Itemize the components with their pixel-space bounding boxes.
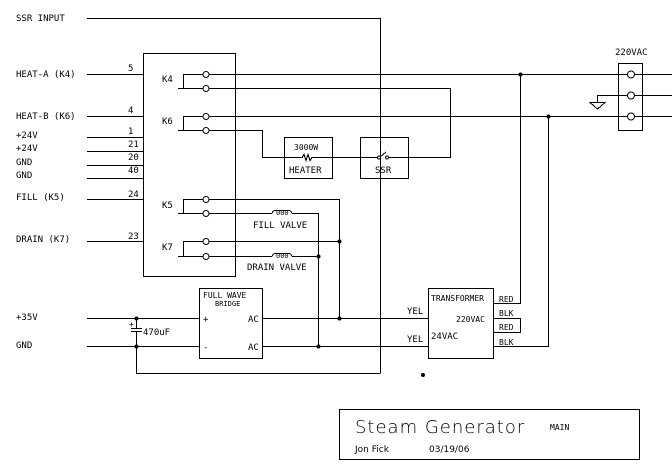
capacitor-label: 470uF: [143, 328, 170, 338]
power-terminal-block: 220VAC: [588, 48, 672, 131]
ssr-label: SSR: [375, 166, 392, 176]
transformer-secondary: 24VAC: [431, 332, 458, 342]
bridge-ac-1: AC: [248, 315, 259, 325]
wire-yel-2: YEL: [407, 335, 423, 345]
wire-blk-2: BLK: [499, 338, 514, 347]
transformer-primary: 220VAC: [456, 315, 485, 324]
svg-text:000: 000: [276, 209, 289, 217]
drain-valve-coil-icon: 000: [271, 252, 293, 260]
wire-red-2: RED: [499, 323, 514, 332]
label-gnd-2: GND: [16, 171, 32, 181]
wire-red-1: RED: [499, 295, 514, 304]
transformer-title: TRANSFORMER: [431, 294, 484, 303]
bridge-plus: +: [203, 315, 209, 325]
relay-k6-contacts: [178, 116, 205, 131]
junction-dot: [337, 316, 342, 321]
label-35v: +35V: [16, 313, 38, 323]
primary-wiring: [493, 74, 549, 347]
relay-k4-contacts: [178, 74, 205, 89]
heater-rating: 3000W: [294, 143, 318, 152]
junction-dot: [316, 344, 321, 349]
bridge-title-2: BRIDGE: [215, 300, 240, 308]
bridge-rectifier: FULL WAVE BRIDGE + - AC AC: [199, 288, 263, 359]
relay-contact-circles: [202, 71, 210, 260]
ssr: SSR: [360, 137, 409, 179]
pin-20: 20: [128, 153, 139, 163]
relay-k5-label: K5: [162, 201, 173, 211]
label-heat-a: HEAT-A (K4): [16, 70, 76, 80]
heater-wiring: [209, 74, 618, 158]
pin-40: 40: [128, 166, 139, 176]
label-heat-b: HEAT-B (K6): [16, 112, 76, 122]
relay-k5-contacts: [178, 199, 205, 214]
junction-dot: [546, 114, 551, 119]
junction-dot: [134, 316, 139, 321]
label-24v-2: +24V: [16, 144, 38, 154]
controller-box: [143, 53, 236, 277]
pin-23: 23: [128, 232, 139, 242]
date: 03/19/06: [429, 445, 470, 455]
junction-dot: [316, 254, 321, 259]
drain-valve-label: DRAIN VALVE: [247, 263, 307, 273]
wire-blk-1: BLK: [499, 309, 514, 318]
junction-dot: [421, 373, 425, 377]
heater: 3000W HEATER: [284, 137, 333, 179]
label-ssr-input: SSR INPUT: [16, 14, 65, 24]
label-24v-1: +24V: [16, 131, 38, 141]
fill-valve-label: FILL VALVE: [253, 221, 307, 231]
label-gnd-dc: GND: [16, 341, 32, 351]
bridge-title-1: FULL WAVE: [203, 291, 247, 300]
power-block-label: 220VAC: [615, 48, 648, 58]
pin-4: 4: [128, 106, 133, 116]
author: Jon Fick: [354, 445, 390, 455]
bridge-ac-2: AC: [248, 343, 259, 353]
valve-wiring: [209, 199, 340, 347]
pin-5: 5: [128, 64, 133, 74]
fill-valve-coil-icon: 000: [271, 209, 293, 217]
svg-text:000: 000: [276, 252, 289, 260]
junction-dot: [337, 239, 342, 244]
pin-1: 1: [128, 127, 133, 137]
label-gnd-1: GND: [16, 158, 32, 168]
capacitor-polarity: +: [129, 320, 134, 329]
label-fill: FILL (K5): [16, 193, 65, 203]
relay-k4-label: K4: [162, 75, 173, 85]
junction-dot: [518, 72, 523, 77]
junction-dot: [134, 344, 139, 349]
bridge-minus: -: [203, 343, 208, 353]
input-wires: [87, 18, 381, 374]
capacitor-icon: + 470uF: [129, 320, 170, 338]
switch-icon: [379, 151, 387, 158]
label-drain: DRAIN (K7): [16, 235, 70, 245]
transformer: TRANSFORMER 220VAC 24VAC YEL YEL RED BLK…: [407, 288, 514, 359]
relay-k7-contacts: [178, 241, 205, 257]
resistor-icon: [284, 152, 332, 163]
relay-k7-label: K7: [162, 243, 173, 253]
relay-k6-label: K6: [162, 117, 173, 127]
sheet-name: MAIN: [550, 423, 569, 432]
pin-21: 21: [128, 140, 139, 150]
pin-24: 24: [128, 190, 139, 200]
heater-label: HEATER: [289, 166, 322, 176]
drawing-title: Steam Generator: [355, 417, 525, 438]
title-block: Steam Generator MAIN Jon Fick 03/19/06: [339, 409, 640, 460]
wire-yel-1: YEL: [407, 307, 423, 317]
ground-icon: [588, 102, 607, 110]
secondary-wiring: [262, 318, 428, 347]
